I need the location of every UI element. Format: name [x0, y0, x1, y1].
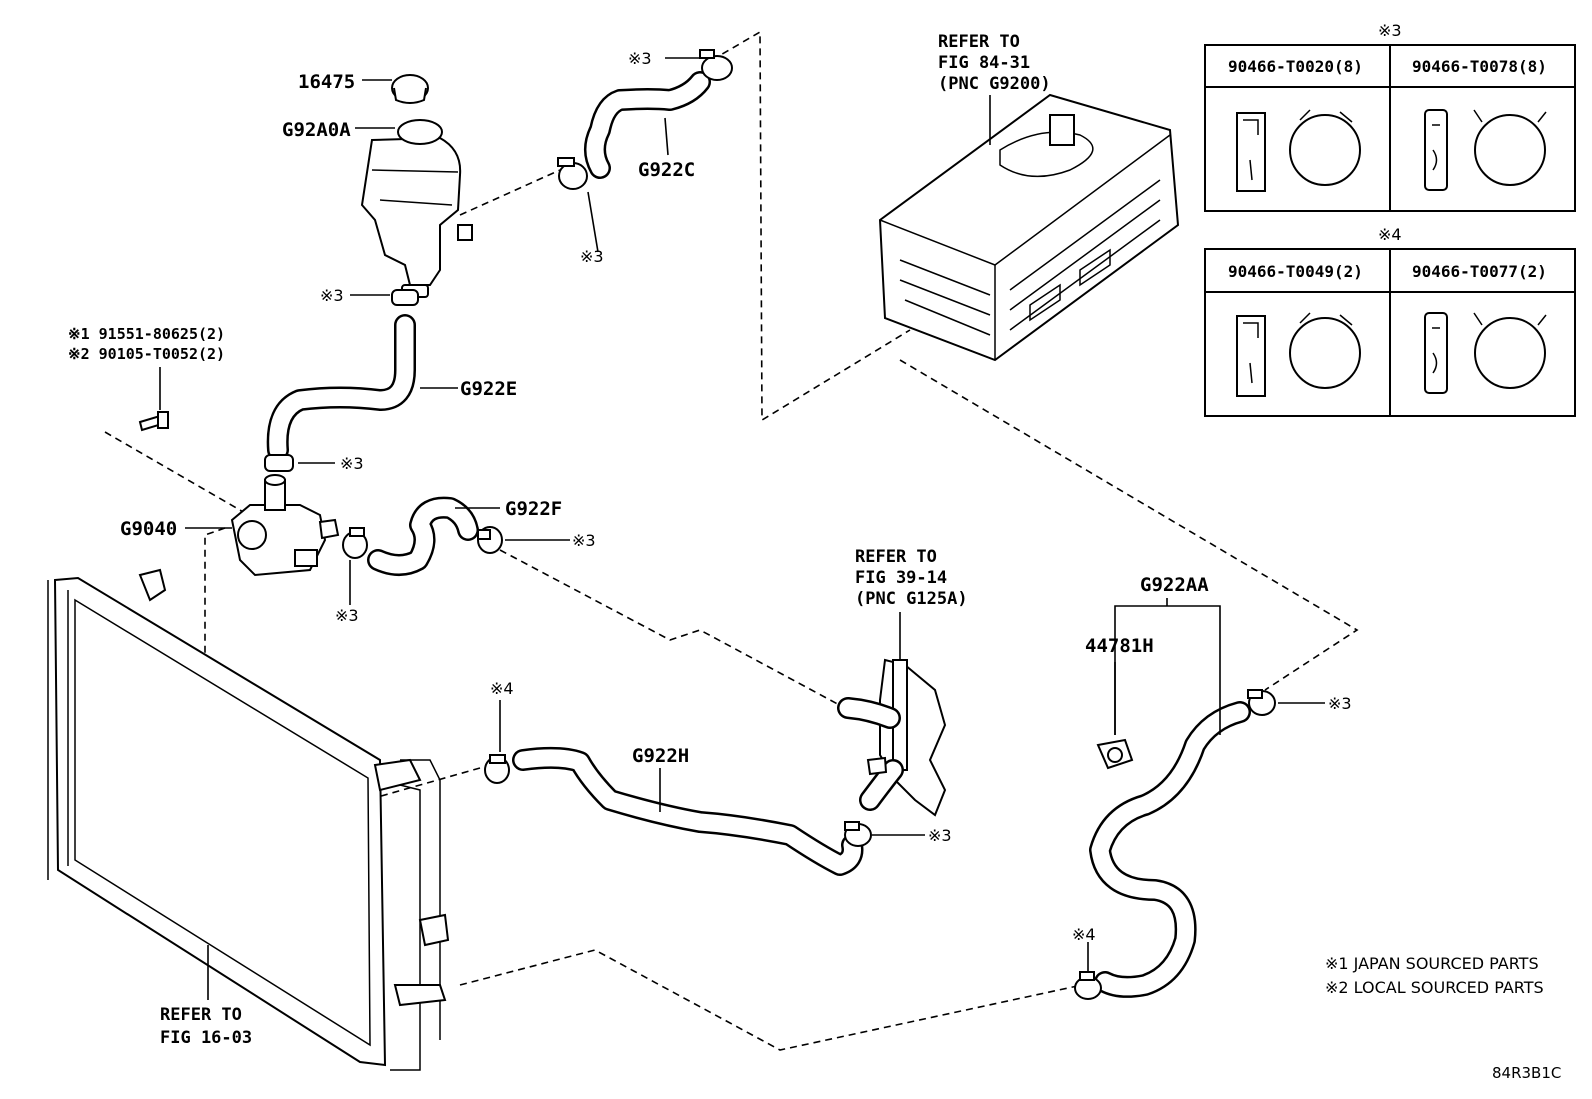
note-japan: ※1 JAPAN SOURCED PARTS: [1325, 954, 1539, 973]
ref-inverter-3: (PNC G9200): [938, 74, 1051, 94]
clamp-g922c-bottom: [557, 157, 588, 190]
dashed-guides: [104, 30, 1359, 1051]
radiator: [47, 568, 450, 1071]
clamp-icon-t0049: [1236, 312, 1361, 397]
note-local: ※2 LOCAL SOURCED PARTS: [1325, 978, 1544, 997]
label-g922aa: G922AA: [1140, 574, 1209, 596]
ref-reservoir-2: FIG 39-14: [855, 568, 947, 588]
clamp-table-3-title: ※3: [1378, 21, 1402, 40]
reservoir-tank: [360, 119, 473, 298]
mark3-pump-top: ※3: [340, 454, 364, 473]
clamp-g922h-left: [484, 754, 510, 784]
label-44781h: 44781H: [1085, 635, 1154, 657]
ref-radiator-1: REFER TO: [160, 1005, 242, 1025]
mark3-g922c-top: ※3: [628, 49, 652, 68]
ref-radiator-2: FIG 16-03: [160, 1028, 252, 1048]
bolt-line-2: ※2 90105-T0052(2): [68, 345, 225, 363]
hose-g922f: [367, 496, 479, 576]
hose-g922h: [512, 746, 864, 876]
label-g922c: G922C: [638, 159, 695, 181]
label-g922h: G922H: [632, 745, 689, 767]
ref-reservoir-3: (PNC G125A): [855, 589, 968, 609]
ref-inverter-1: REFER TO: [938, 32, 1020, 52]
clip-44781h: [1096, 738, 1134, 770]
hose-g922aa: [1089, 701, 1251, 998]
label-16475: 16475: [298, 71, 355, 93]
clamp-g922h-right: [844, 821, 872, 847]
hose-g922c: [584, 71, 711, 179]
reservoir-bracket: [837, 658, 947, 817]
clamp-table-3-col2: 90466-T0078(8): [1412, 57, 1547, 76]
mark3-pump-outlet: ※3: [335, 606, 359, 625]
bolt: [138, 411, 169, 432]
ref-reservoir-1: REFER TO: [855, 547, 937, 567]
mark4-g922h: ※4: [490, 679, 514, 698]
hose-g922e: [266, 314, 416, 461]
mark3-g922h-right: ※3: [928, 826, 952, 845]
clamp-table-4-title: ※4: [1378, 225, 1402, 244]
mark3-g922aa: ※3: [1328, 694, 1352, 713]
clamp-pump-outlet: [342, 527, 368, 559]
bolt-line-1: ※1 91551-80625(2): [68, 325, 225, 343]
mark3-tank: ※3: [320, 286, 344, 305]
clamp-table-3-col1: 90466-T0020(8): [1228, 57, 1363, 76]
figure-code: 84R3B1C: [1492, 1064, 1561, 1082]
inverter-assembly: [878, 93, 1180, 362]
clamp-g922aa-bottom: [1074, 971, 1102, 1000]
clamp-tank-bottom: [391, 289, 419, 306]
mark3-g922f: ※3: [572, 531, 596, 550]
label-g92a0a: G92A0A: [282, 119, 351, 141]
water-pump: [230, 474, 340, 577]
clamp-table-4-col1: 90466-T0049(2): [1228, 262, 1363, 281]
label-g922f: G922F: [505, 498, 562, 520]
clamp-g922c-top: [699, 49, 733, 81]
clamp-table-4-col2: 90466-T0077(2): [1412, 262, 1547, 281]
clamp-icon-t0077: [1424, 312, 1547, 394]
clamp-pump-top: [264, 454, 294, 472]
clamp-g922f: [477, 526, 503, 554]
clamp-table-3: ※3 90466-T0020(8) 90466-T0078(8): [1204, 21, 1576, 212]
clamp-g922aa-top: [1247, 689, 1276, 716]
ref-inverter-2: FIG 84-31: [938, 53, 1030, 73]
clamp-table-4: ※4 90466-T0049(2) 90466-T0077(2): [1204, 225, 1576, 417]
label-g922e: G922E: [460, 378, 517, 400]
mark3-g922c-bottom: ※3: [580, 247, 604, 266]
reservoir-cap: [391, 74, 429, 104]
clamp-icon-t0078: [1424, 109, 1547, 191]
label-g9040: G9040: [120, 518, 177, 540]
mark4-g922aa: ※4: [1072, 925, 1096, 944]
clamp-icon-t0020: [1236, 109, 1361, 192]
